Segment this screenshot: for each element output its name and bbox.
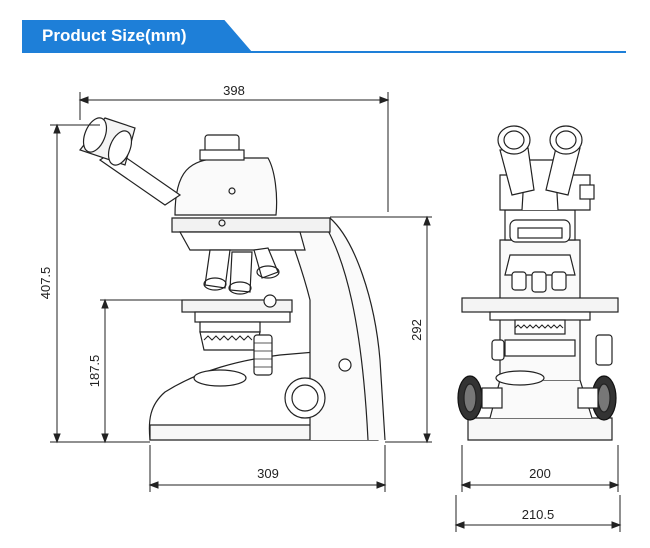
dim-210-5-label: 210.5 [522, 507, 555, 522]
section-title-tab: Product Size(mm) [22, 20, 252, 52]
dim-292-label: 292 [409, 319, 424, 341]
dim-309-label: 309 [257, 466, 279, 481]
dimension-lines [50, 92, 622, 532]
dimension-labels: 398 407.5 187.5 292 309 200 210.5 [38, 83, 554, 522]
dim-187-5-label: 187.5 [87, 355, 102, 388]
section-title: Product Size(mm) [42, 26, 187, 45]
header-underline [22, 51, 626, 53]
dim-200-label: 200 [529, 466, 551, 481]
front-view-microscope [457, 125, 619, 441]
side-view-microscope [79, 117, 386, 441]
dim-398-label: 398 [223, 83, 245, 98]
dim-407-5-label: 407.5 [38, 267, 53, 300]
